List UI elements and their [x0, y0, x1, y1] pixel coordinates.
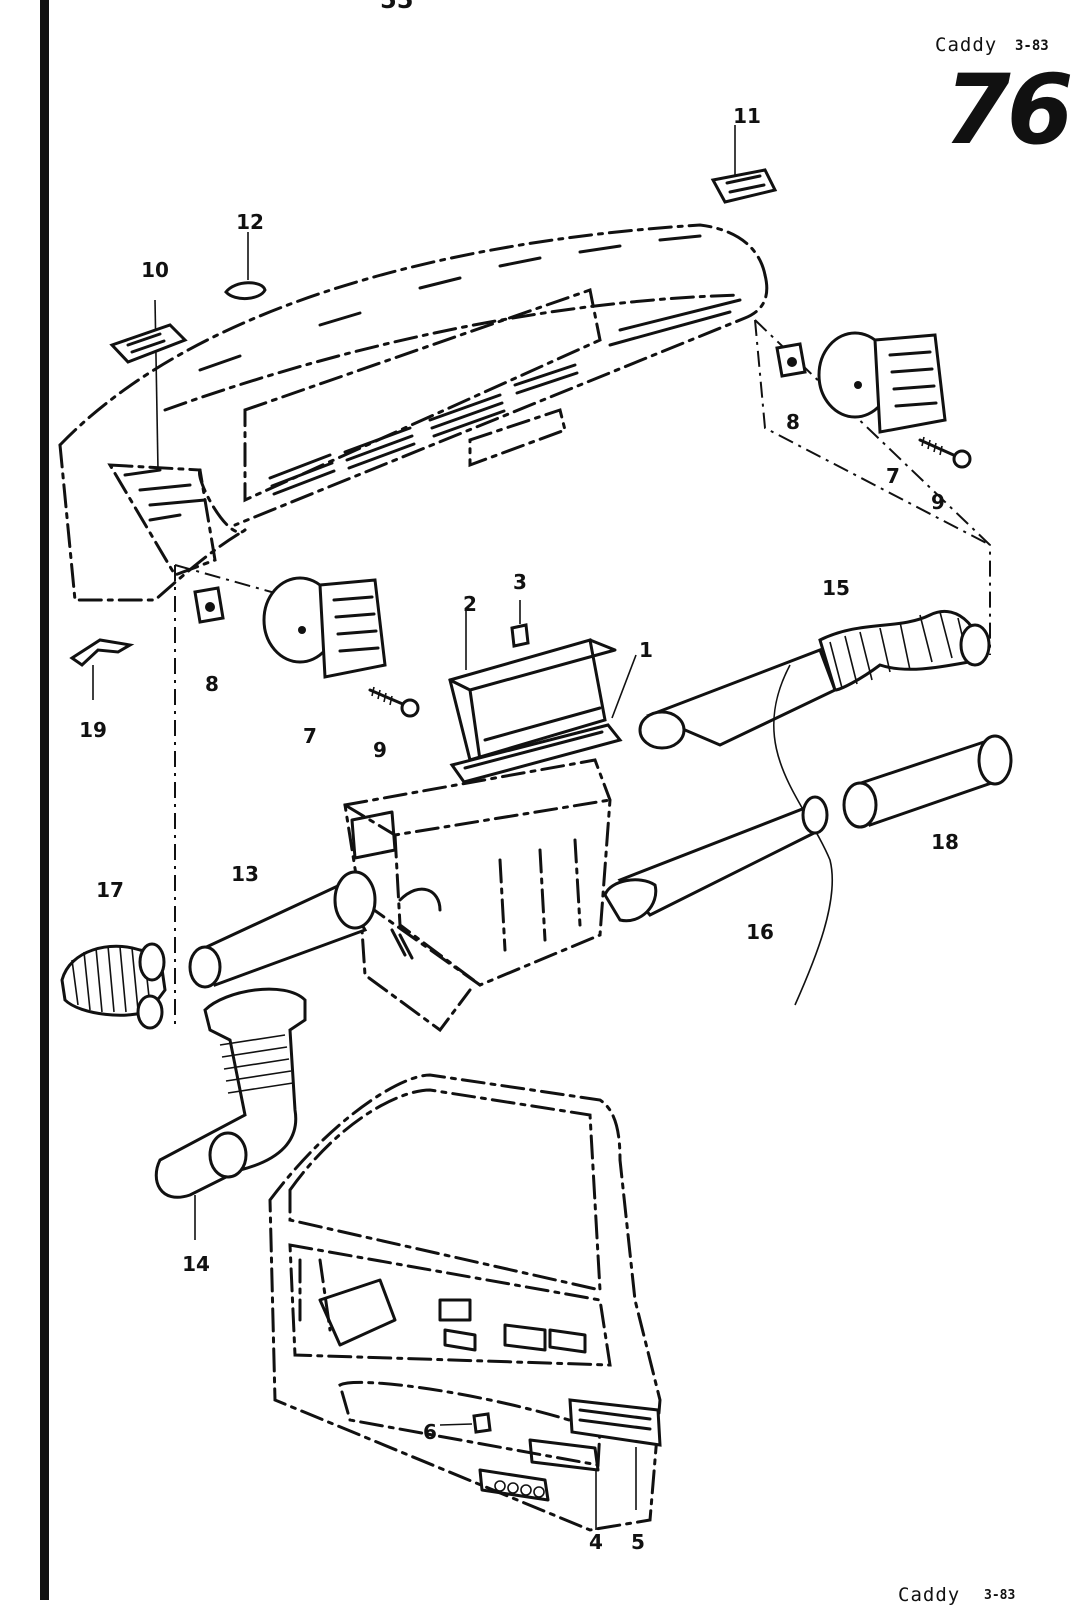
callout-14: 14 [182, 1252, 210, 1276]
part-4-door-pocket [494, 1470, 597, 1530]
part-1-seal-frame [449, 654, 637, 784]
callout-8-right: 8 [786, 410, 800, 434]
part-9-screw-right [918, 436, 972, 469]
part-9-screw-left [368, 686, 420, 718]
header-date: 3-83 [1015, 38, 1049, 54]
binder-edge-line [40, 0, 49, 1600]
callout-18: 18 [931, 830, 959, 854]
part-14-elbow-hose [154, 987, 307, 1240]
part-10-vent [109, 323, 188, 364]
callout-6: 6 [423, 1420, 437, 1444]
callout-15: 15 [822, 576, 850, 600]
callout-2: 2 [463, 592, 477, 616]
part-13-duct [188, 870, 377, 989]
part-17-corrugated-hose [60, 942, 167, 1030]
callout-16: 16 [746, 920, 774, 944]
header-model: Caddy [935, 34, 998, 56]
callout-17: 17 [96, 878, 124, 902]
callout-11: 11 [733, 104, 761, 128]
part-6-plug [439, 1412, 492, 1434]
footer-date: 3-83 [984, 1588, 1016, 1603]
dashboard-panel [58, 223, 769, 602]
callout-10: 10 [141, 258, 169, 282]
callout-9-left: 9 [373, 738, 387, 762]
callout-19: 19 [79, 718, 107, 742]
part-5-door-grille [568, 1398, 662, 1510]
door-panel [268, 1073, 662, 1532]
part-15-duct [638, 609, 991, 1006]
part-7-round-vent-left [262, 576, 387, 679]
footer-model: Caddy [898, 1584, 961, 1606]
part-7-round-vent-right [817, 331, 947, 434]
callout-9-right: 9 [931, 490, 945, 514]
callout-12: 12 [236, 210, 264, 234]
callout-4: 4 [589, 1530, 603, 1554]
callout-8-left: 8 [205, 672, 219, 696]
part-19-bracket [69, 638, 135, 700]
part-18-duct [842, 734, 1013, 829]
callout-3: 3 [513, 570, 527, 594]
part-2-flap-housing [448, 610, 617, 762]
plate-number: 76 [944, 54, 1074, 166]
part-12-cap [224, 281, 267, 300]
callout-5: 5 [631, 1530, 645, 1554]
part-11-vent [710, 168, 778, 204]
part-8-clip-left [193, 586, 225, 624]
part-16-duct [603, 795, 829, 923]
part-3-clip [510, 600, 530, 648]
callout-7-right: 7 [886, 464, 900, 488]
callout-7-left: 7 [303, 724, 317, 748]
page-top-number: 55 [380, 0, 414, 14]
callout-13: 13 [231, 862, 259, 886]
callout-1: 1 [639, 638, 653, 662]
part-8-clip-right [775, 342, 807, 378]
assembly-leader-lines [154, 125, 991, 1030]
heater-box [343, 758, 612, 1033]
